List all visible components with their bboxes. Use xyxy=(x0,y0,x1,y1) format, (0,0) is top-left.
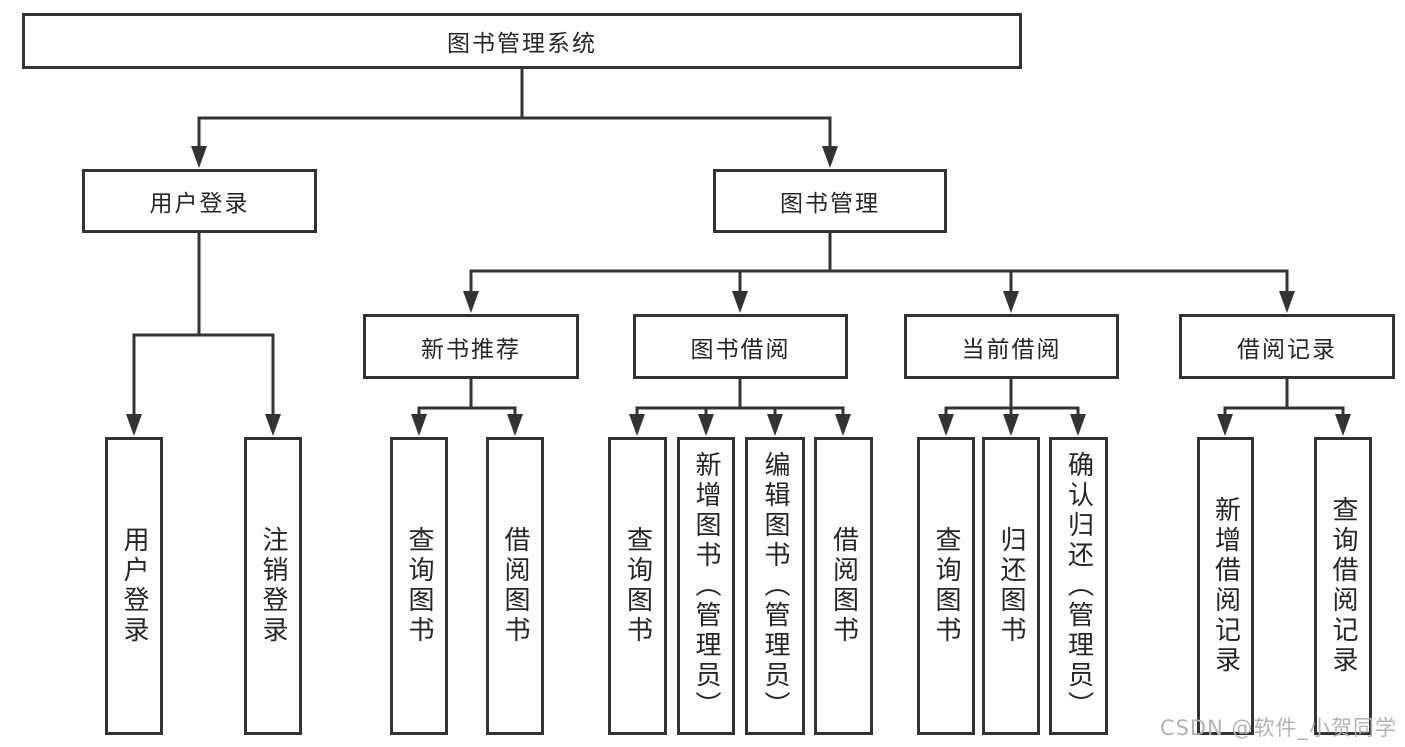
node-label: 用户登录 xyxy=(149,191,250,217)
leaf-return-books: 归还图书 xyxy=(982,437,1040,735)
node-user-login: 用户登录 xyxy=(82,169,317,233)
node-new-book-recommendation: 新书推荐 xyxy=(363,314,579,379)
leaf-query-books-borrow: 查询图书 xyxy=(608,437,667,735)
leaf-query-books-recommend: 查询图书 xyxy=(390,437,448,735)
leaf-query-borrow-record: 查询借阅记录 xyxy=(1314,437,1372,735)
node-borrowing-records: 借阅记录 xyxy=(1179,314,1395,379)
leaf-add-borrow-record: 新增借阅记录 xyxy=(1197,437,1254,735)
node-label: 归还图书 xyxy=(996,526,1026,646)
node-label: 当前借阅 xyxy=(961,336,1062,363)
node-label: 新增图书（管理员） xyxy=(691,451,721,721)
node-label: 查询图书 xyxy=(622,526,653,646)
node-label: 注销登录 xyxy=(258,526,288,646)
node-label: 图书管理 xyxy=(780,191,880,217)
leaf-user-login: 用户登录 xyxy=(105,437,163,735)
leaf-logout: 注销登录 xyxy=(244,437,302,735)
leaf-borrow-books-recommend: 借阅图书 xyxy=(486,437,544,735)
node-current-borrowing: 当前借阅 xyxy=(904,314,1119,379)
node-label: 查询图书 xyxy=(404,526,434,646)
leaf-add-books-admin: 新增图书（管理员） xyxy=(677,437,735,735)
node-library-management-system: 图书管理系统 xyxy=(22,13,1022,69)
node-label: 用户登录 xyxy=(119,526,149,646)
node-label: 查询借阅记录 xyxy=(1328,496,1358,676)
node-label: 借阅图书 xyxy=(500,526,530,646)
node-book-management: 图书管理 xyxy=(713,169,947,233)
node-label: 图书借阅 xyxy=(690,336,791,363)
node-label: 新书推荐 xyxy=(421,336,521,363)
node-label: 借阅图书 xyxy=(828,526,859,646)
node-book-borrowing: 图书借阅 xyxy=(633,314,848,379)
watermark: CSDN @软件_小贺同学 xyxy=(1159,716,1397,740)
node-label: 查询图书 xyxy=(931,526,961,646)
leaf-borrow-books-borrow: 借阅图书 xyxy=(814,437,873,735)
leaf-confirm-return-admin: 确认归还（管理员） xyxy=(1049,437,1108,735)
leaf-edit-books-admin: 编辑图书（管理员） xyxy=(745,437,805,735)
node-label: 新增借阅记录 xyxy=(1210,496,1241,676)
node-label: 图书管理系统 xyxy=(447,31,597,57)
node-label: 确认归还（管理员） xyxy=(1063,451,1094,721)
node-label: 借阅记录 xyxy=(1237,336,1337,363)
node-label: 编辑图书（管理员） xyxy=(760,451,790,721)
leaf-query-books-current: 查询图书 xyxy=(917,437,975,735)
